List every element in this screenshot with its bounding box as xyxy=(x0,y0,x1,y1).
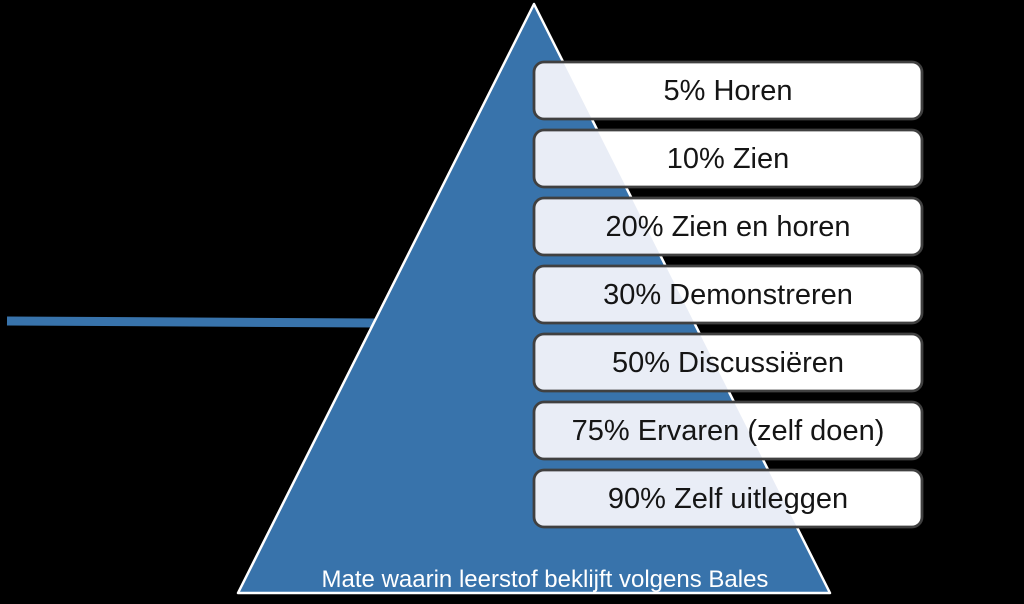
level-box-border xyxy=(532,196,924,257)
pyramid-level-row: 90% Zelf uitleggen xyxy=(532,468,924,529)
level-box-border xyxy=(532,468,924,529)
level-box-border xyxy=(532,400,924,461)
horizontal-line xyxy=(6,316,377,328)
pyramid-level-row: 75% Ervaren (zelf doen) xyxy=(532,400,924,461)
level-label: 30% Demonstreren xyxy=(603,279,853,311)
pyramid-level-row: 30% Demonstreren xyxy=(532,264,924,325)
pyramid-level-row: 20% Zien en horen xyxy=(532,196,924,257)
level-label: 20% Zien en horen xyxy=(605,211,850,243)
level-label: 90% Zelf uitleggen xyxy=(608,483,848,515)
pyramid-level-row: 50% Discussiëren xyxy=(532,332,924,393)
level-box-border xyxy=(532,128,924,189)
level-box xyxy=(534,62,922,119)
level-label: 10% Zien xyxy=(667,143,790,175)
level-box xyxy=(534,130,922,187)
level-label: 5% Horen xyxy=(664,75,793,107)
level-box-border xyxy=(532,332,924,393)
level-box-border xyxy=(532,264,924,325)
level-label: 50% Discussiëren xyxy=(612,347,844,379)
level-box-border xyxy=(532,60,924,121)
level-label: 75% Ervaren (zelf doen) xyxy=(572,415,885,447)
pyramid-level-row: 10% Zien xyxy=(532,128,924,189)
pyramid-level-row: 5% Horen xyxy=(532,60,924,121)
pyramid-caption: Mate waarin leerstof beklijft volgens Ba… xyxy=(322,566,769,593)
